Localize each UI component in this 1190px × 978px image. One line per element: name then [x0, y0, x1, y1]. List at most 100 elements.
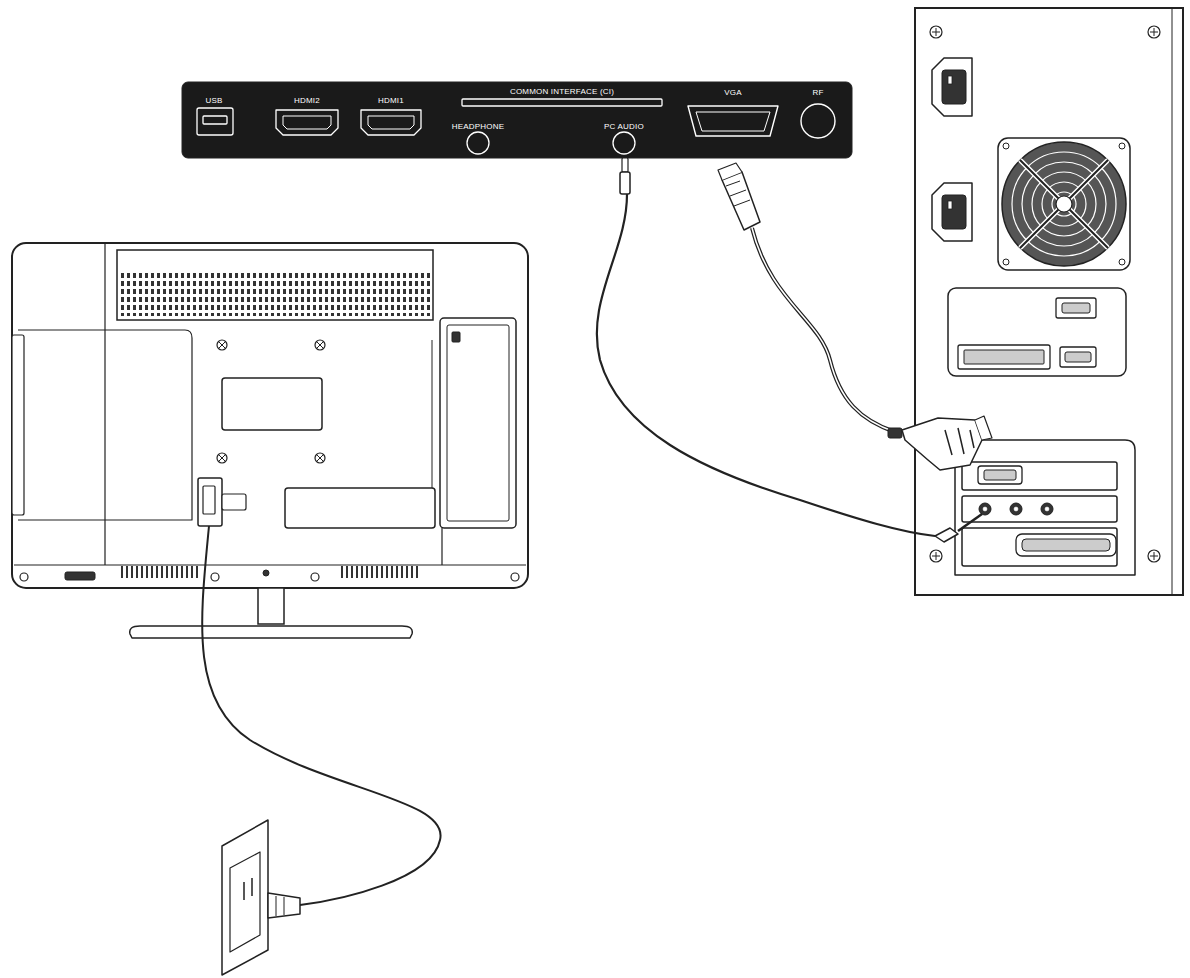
port-label: HDMI2 [294, 96, 320, 105]
cable-clip [222, 494, 246, 510]
pc-case [915, 8, 1183, 595]
bottom-vent [340, 566, 420, 578]
port-label: VGA [724, 88, 742, 97]
vesa-hole [317, 342, 323, 348]
pc-audio-jack [613, 132, 635, 154]
rf-port [801, 104, 835, 138]
screw [1150, 552, 1158, 560]
port-label: PC AUDIO [604, 122, 644, 131]
side-io-panel [440, 318, 516, 528]
serial-port [1062, 303, 1090, 313]
rear-cover [285, 488, 435, 528]
audio-jack [1041, 503, 1053, 515]
headphone-jack [467, 132, 489, 154]
fan-frame [998, 138, 1130, 270]
screw [263, 570, 269, 576]
vesa-hole [317, 455, 323, 461]
audio-jack [1045, 507, 1049, 511]
bottom-edge [14, 564, 526, 565]
socket-pin [948, 201, 952, 209]
vesa-hole [315, 340, 325, 350]
vga-cable [752, 228, 895, 432]
parallel-port [1022, 539, 1110, 551]
audio-jack [1014, 507, 1018, 511]
bottom-vent [120, 566, 200, 578]
pc-tower [915, 8, 1183, 595]
hdmi-port [283, 116, 331, 129]
vesa-hole [219, 455, 225, 461]
ci-slot [462, 99, 662, 106]
port-label: RF [812, 88, 823, 97]
vga-plug [718, 163, 742, 180]
cables [597, 158, 992, 542]
vga-plug [722, 172, 760, 230]
hdmi-port [361, 110, 421, 135]
dvi-port [958, 345, 1050, 369]
power-socket [942, 195, 966, 229]
side-io-inner [447, 325, 509, 521]
power-socket [932, 183, 972, 241]
stand-base [130, 626, 413, 638]
audio-jack [983, 507, 987, 511]
screw [20, 573, 28, 581]
audio-jack [1010, 503, 1022, 515]
port-label: HDMI1 [378, 96, 404, 105]
screw [1119, 143, 1125, 149]
vga-plug [945, 428, 974, 455]
screw [1003, 259, 1009, 265]
fan-guard [1020, 160, 1108, 248]
port-label: USB [205, 96, 222, 105]
serial-port [1056, 298, 1096, 318]
vga-socket [984, 470, 1016, 480]
connector-panel [182, 82, 852, 158]
power-socket [932, 58, 972, 116]
tv-back [12, 243, 528, 638]
screw [1148, 550, 1160, 562]
side-button [452, 332, 460, 342]
audio-cable [597, 192, 935, 536]
vesa-hole [315, 453, 325, 463]
dvi-port [964, 350, 1044, 364]
hdmi-port [368, 116, 414, 129]
plug-grip [276, 896, 284, 916]
screw [311, 573, 319, 581]
audio-plug [620, 172, 630, 194]
hdmi-port [276, 110, 338, 135]
vga-port [696, 112, 770, 131]
parallel-port [1016, 534, 1116, 556]
io-panel [948, 288, 1126, 376]
stand-neck [258, 588, 284, 624]
power-inlet [198, 478, 222, 526]
audio-plug [622, 158, 628, 172]
vga-plug [902, 418, 982, 470]
left-panel [18, 330, 192, 520]
screw [932, 28, 940, 36]
wall-socket [222, 820, 268, 975]
screw [1148, 26, 1160, 38]
parallel-card [962, 528, 1117, 566]
label-plate [222, 378, 322, 430]
vga-port [688, 106, 778, 136]
socket-holes [244, 878, 252, 900]
vesa-hole [219, 342, 225, 348]
upper-panel [117, 250, 433, 320]
sound-card [962, 496, 1117, 522]
serial-port [1060, 347, 1096, 367]
vga-plug [726, 181, 750, 206]
tv-housing [12, 243, 528, 588]
video-card [962, 462, 1117, 490]
serial-port [1065, 352, 1091, 362]
fan-guard [1020, 160, 1108, 248]
fan [1002, 142, 1126, 266]
vga-plug [975, 416, 992, 440]
vesa-hole [217, 340, 227, 350]
power-cord [202, 526, 440, 975]
side-rail [12, 335, 24, 515]
screw [930, 550, 942, 562]
screw [932, 552, 940, 560]
screw [1003, 143, 1009, 149]
audio-plug [935, 528, 958, 542]
screw [930, 26, 942, 38]
